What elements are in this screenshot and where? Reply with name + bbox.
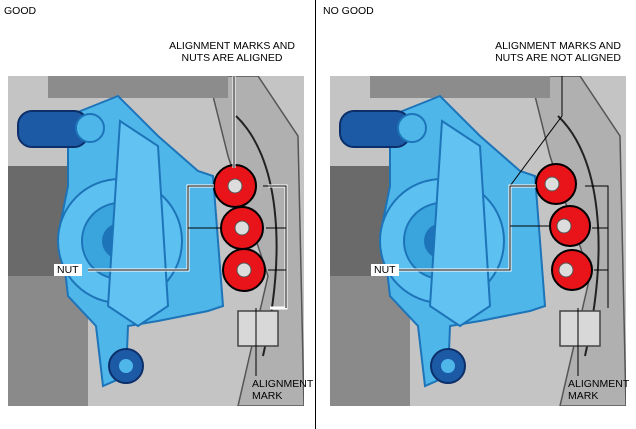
mark-label-good-line2: MARK [252, 390, 283, 402]
nut-2-stud [556, 218, 572, 234]
leader-nut-core [398, 185, 536, 271]
illustration-no-good [330, 76, 626, 406]
top-bar [48, 76, 228, 98]
lower-bolt-center [119, 359, 133, 373]
leader-mark-core [585, 185, 609, 308]
bracket-arm [106, 119, 170, 328]
illustration-good [8, 76, 304, 406]
status-label-good-line2: NUTS ARE ALIGNED [181, 52, 283, 64]
nut-3-stud [236, 262, 252, 278]
upper-bolt-head [397, 113, 427, 143]
nut-label-good: NUT [54, 264, 82, 276]
status-label-no-good-line2: NUTS ARE NOT ALIGNED [495, 52, 621, 64]
nut-1-stud [544, 176, 560, 192]
bracket-arm [428, 119, 492, 328]
nut-group-no-good [535, 163, 593, 291]
top-bar [370, 76, 550, 98]
panel-divider [315, 0, 316, 429]
nut-label-no-good: NUT [371, 264, 399, 276]
status-label-good: ALIGNMENT MARKS AND NUTS ARE ALIGNED [157, 40, 307, 64]
mark-label-no-good-line1: ALIGNMENT [568, 378, 630, 390]
status-label-good-line1: ALIGNMENT MARKS AND [169, 40, 295, 52]
status-label-no-good: ALIGNMENT MARKS AND NUTS ARE NOT ALIGNED [483, 40, 633, 64]
mark-label-good: ALIGNMENT MARK [252, 378, 313, 402]
leader-mark-core [263, 185, 287, 308]
panel-title-no-good: NO GOOD [323, 5, 374, 17]
mark-label-no-good-line2: MARK [568, 390, 599, 402]
mark-label-good-line1: ALIGNMENT [252, 378, 314, 390]
upper-bolt-head [75, 113, 105, 143]
mark-label-no-good: ALIGNMENT MARK [568, 378, 629, 402]
panel-title-good: GOOD [4, 5, 37, 17]
nut-2-stud [234, 220, 250, 236]
lower-bolt-center [441, 359, 455, 373]
nut-1-stud [227, 178, 243, 194]
lower-bolt-part [559, 310, 601, 347]
lower-bolt-part [237, 310, 279, 347]
nut-3-stud [558, 262, 574, 278]
status-label-no-good-line1: ALIGNMENT MARKS AND [495, 40, 621, 52]
